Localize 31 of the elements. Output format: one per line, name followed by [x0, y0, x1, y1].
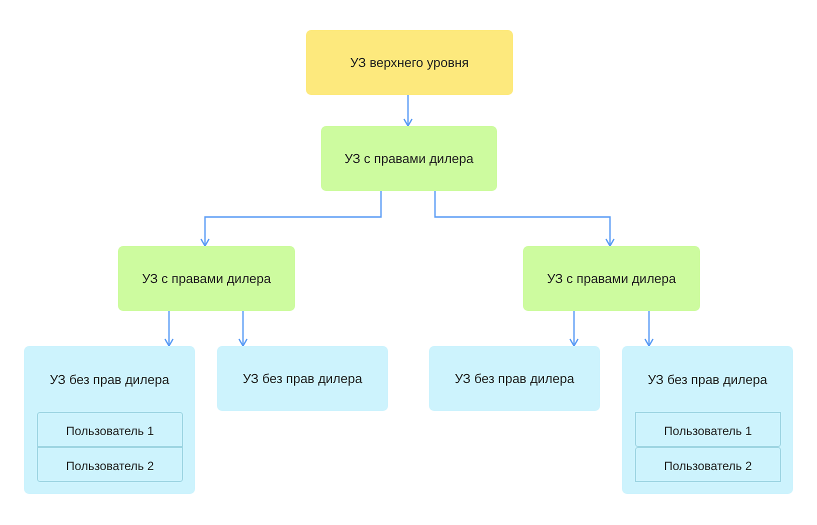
connector-arrow	[569, 311, 579, 347]
account-box	[523, 246, 700, 311]
node-label: УЗ с правами дилера	[546, 270, 677, 286]
account-box	[429, 346, 600, 411]
node-label: Пользователь 1	[663, 422, 753, 438]
account-box	[118, 246, 295, 311]
account-box	[24, 346, 195, 494]
node-label: УЗ с правами дилера	[141, 270, 272, 286]
connector-arrow	[434, 191, 615, 247]
account-box	[217, 346, 388, 411]
account-box	[622, 346, 793, 494]
user-row	[635, 447, 781, 482]
user-row	[635, 412, 781, 447]
node-label: Пользователь 1	[65, 422, 155, 438]
user-row	[37, 447, 183, 482]
node-label: УЗ без прав дилера	[454, 370, 576, 386]
node-label: УЗ с правами дилера	[344, 150, 474, 166]
connector-arrow	[200, 191, 382, 247]
connector-arrow	[644, 311, 654, 347]
account-box	[306, 30, 513, 95]
connector-arrow	[238, 311, 248, 347]
node-label: Пользователь 2	[65, 458, 155, 474]
account-box	[321, 126, 497, 191]
connector-arrow	[164, 311, 174, 347]
node-label: УЗ верхнего уровня	[349, 54, 470, 70]
node-label: Пользователь 2	[663, 458, 753, 474]
node-label: УЗ без прав дилера	[242, 370, 364, 386]
user-row	[37, 412, 183, 447]
node-label: УЗ без прав дилера	[646, 372, 768, 388]
connector-arrow	[403, 95, 413, 127]
node-label: УЗ без прав дилера	[48, 372, 170, 388]
